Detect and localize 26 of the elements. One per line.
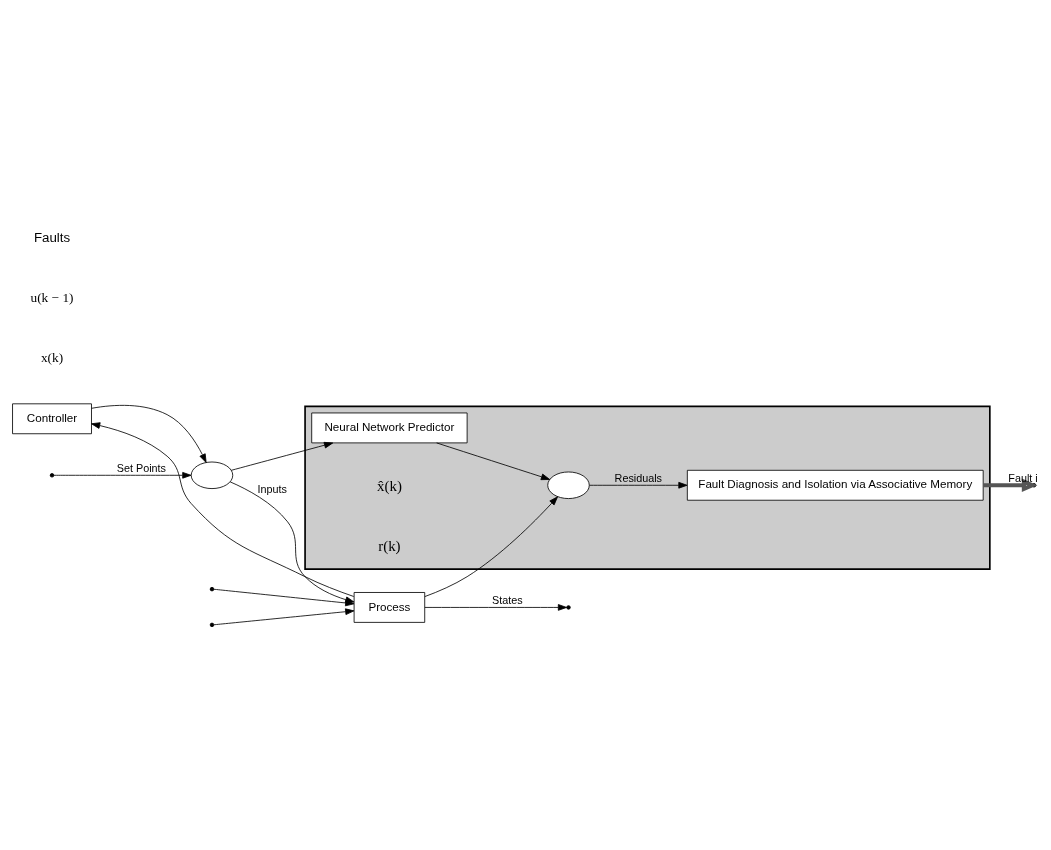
node-box: Fault Diagnosis and Isolation via Associative Memory <box>686 469 984 501</box>
edge-label: Residuals <box>614 471 663 484</box>
edge-label: Fault i <box>1008 471 1038 484</box>
label: x(k) <box>40 349 64 365</box>
label: x̂(k) <box>376 477 402 494</box>
arrow <box>91 421 355 597</box>
node-box: Process <box>353 591 426 623</box>
arrow <box>213 607 355 625</box>
arrow <box>424 495 558 597</box>
arrow <box>424 603 568 611</box>
node-box: Neural Network Predictor <box>311 412 468 443</box>
cluster <box>304 405 991 570</box>
edge-label: Inputs <box>257 482 287 495</box>
edge-label: Set Points <box>116 461 166 474</box>
node-circle <box>547 471 590 499</box>
arrow <box>53 471 192 479</box>
arrow <box>91 404 207 463</box>
label: u(k − 1) <box>30 289 74 305</box>
arrow <box>436 442 551 480</box>
label: Faults <box>33 229 71 245</box>
node-box: Controller <box>12 402 92 434</box>
label: r(k) <box>378 537 401 554</box>
arrow <box>230 441 334 471</box>
node-circle <box>190 461 234 489</box>
edge-label: States <box>492 593 523 606</box>
arrow <box>589 481 688 489</box>
